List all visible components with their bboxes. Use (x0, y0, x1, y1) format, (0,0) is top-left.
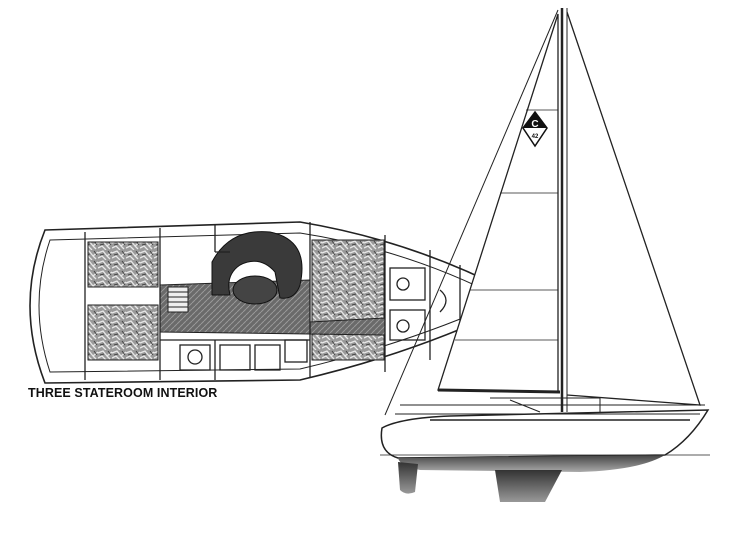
rudder (398, 462, 418, 494)
sail-logo: C 42 (522, 110, 548, 148)
aft-cabin-berth-port (87, 241, 159, 288)
logo-letter: C (531, 119, 538, 130)
saloon-table (232, 275, 278, 305)
mainsail (437, 13, 559, 393)
boom (437, 388, 561, 394)
keel (495, 470, 562, 502)
caption: THREE STATEROOM INTERIOR (28, 386, 218, 400)
bottom-paint (398, 455, 665, 472)
forward-cabin-berth (311, 239, 385, 361)
aft-cabin-berth-starboard (87, 304, 159, 361)
settee (211, 231, 303, 299)
logo-number: 42 (532, 134, 539, 140)
hull-profile (380, 409, 710, 459)
jib (566, 11, 701, 406)
backstay (384, 9, 559, 416)
sailboat-profile (380, 8, 710, 502)
floor-plan (29, 221, 527, 384)
